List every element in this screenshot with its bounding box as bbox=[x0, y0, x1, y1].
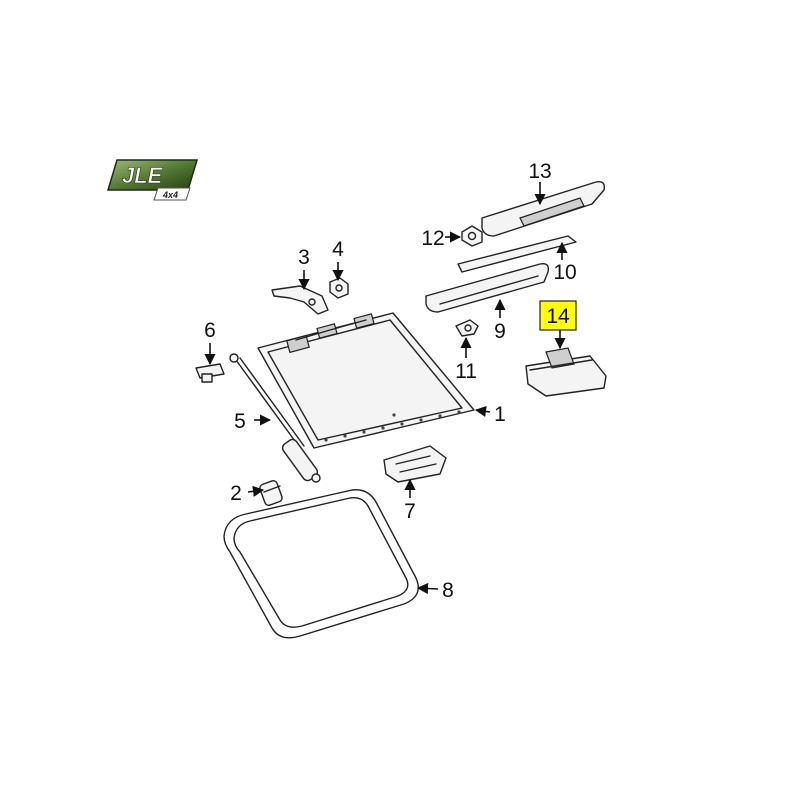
part-9-spoiler-base bbox=[425, 262, 550, 313]
part-12-nut bbox=[461, 225, 483, 247]
part-6-clip bbox=[195, 363, 225, 383]
callout-14-highlight bbox=[539, 300, 577, 331]
part-2-bumper bbox=[259, 480, 283, 506]
callout-7: 7 bbox=[404, 500, 416, 523]
leader-lines bbox=[204, 182, 568, 595]
part-11-screw bbox=[455, 319, 479, 337]
part-3-hinge-bracket bbox=[271, 285, 329, 315]
callout-14: 14 bbox=[546, 305, 570, 328]
part-8-weatherstrip bbox=[223, 489, 419, 639]
logo-subtext: 4x4 bbox=[162, 190, 178, 200]
part-13-spoiler bbox=[481, 180, 606, 237]
callout-10: 10 bbox=[553, 261, 576, 284]
part-10-seal-strip bbox=[457, 235, 577, 273]
part-7-latch bbox=[383, 445, 447, 483]
callout-5: 5 bbox=[234, 410, 246, 433]
callout-12: 12 bbox=[421, 227, 444, 250]
callout-3: 3 bbox=[298, 246, 310, 269]
callout-1: 1 bbox=[494, 403, 506, 426]
part-14-lamp bbox=[525, 347, 607, 397]
part-1-liftgate-glass bbox=[257, 312, 475, 449]
brand-logo: JLE 4x4 bbox=[106, 159, 199, 201]
callout-2: 2 bbox=[230, 482, 242, 505]
callout-6: 6 bbox=[204, 319, 216, 342]
part-5-support-cylinder bbox=[229, 353, 321, 483]
part-4-nut bbox=[329, 277, 349, 299]
callout-9: 9 bbox=[494, 320, 506, 343]
callout-13: 13 bbox=[528, 160, 551, 183]
logo-brand-text: JLE bbox=[122, 163, 164, 188]
callout-8: 8 bbox=[442, 579, 454, 602]
callout-4: 4 bbox=[332, 238, 344, 261]
callout-11: 11 bbox=[455, 360, 477, 383]
callout-labels: 1 2 3 4 5 6 7 8 9 10 11 12 13 14 bbox=[204, 160, 577, 602]
